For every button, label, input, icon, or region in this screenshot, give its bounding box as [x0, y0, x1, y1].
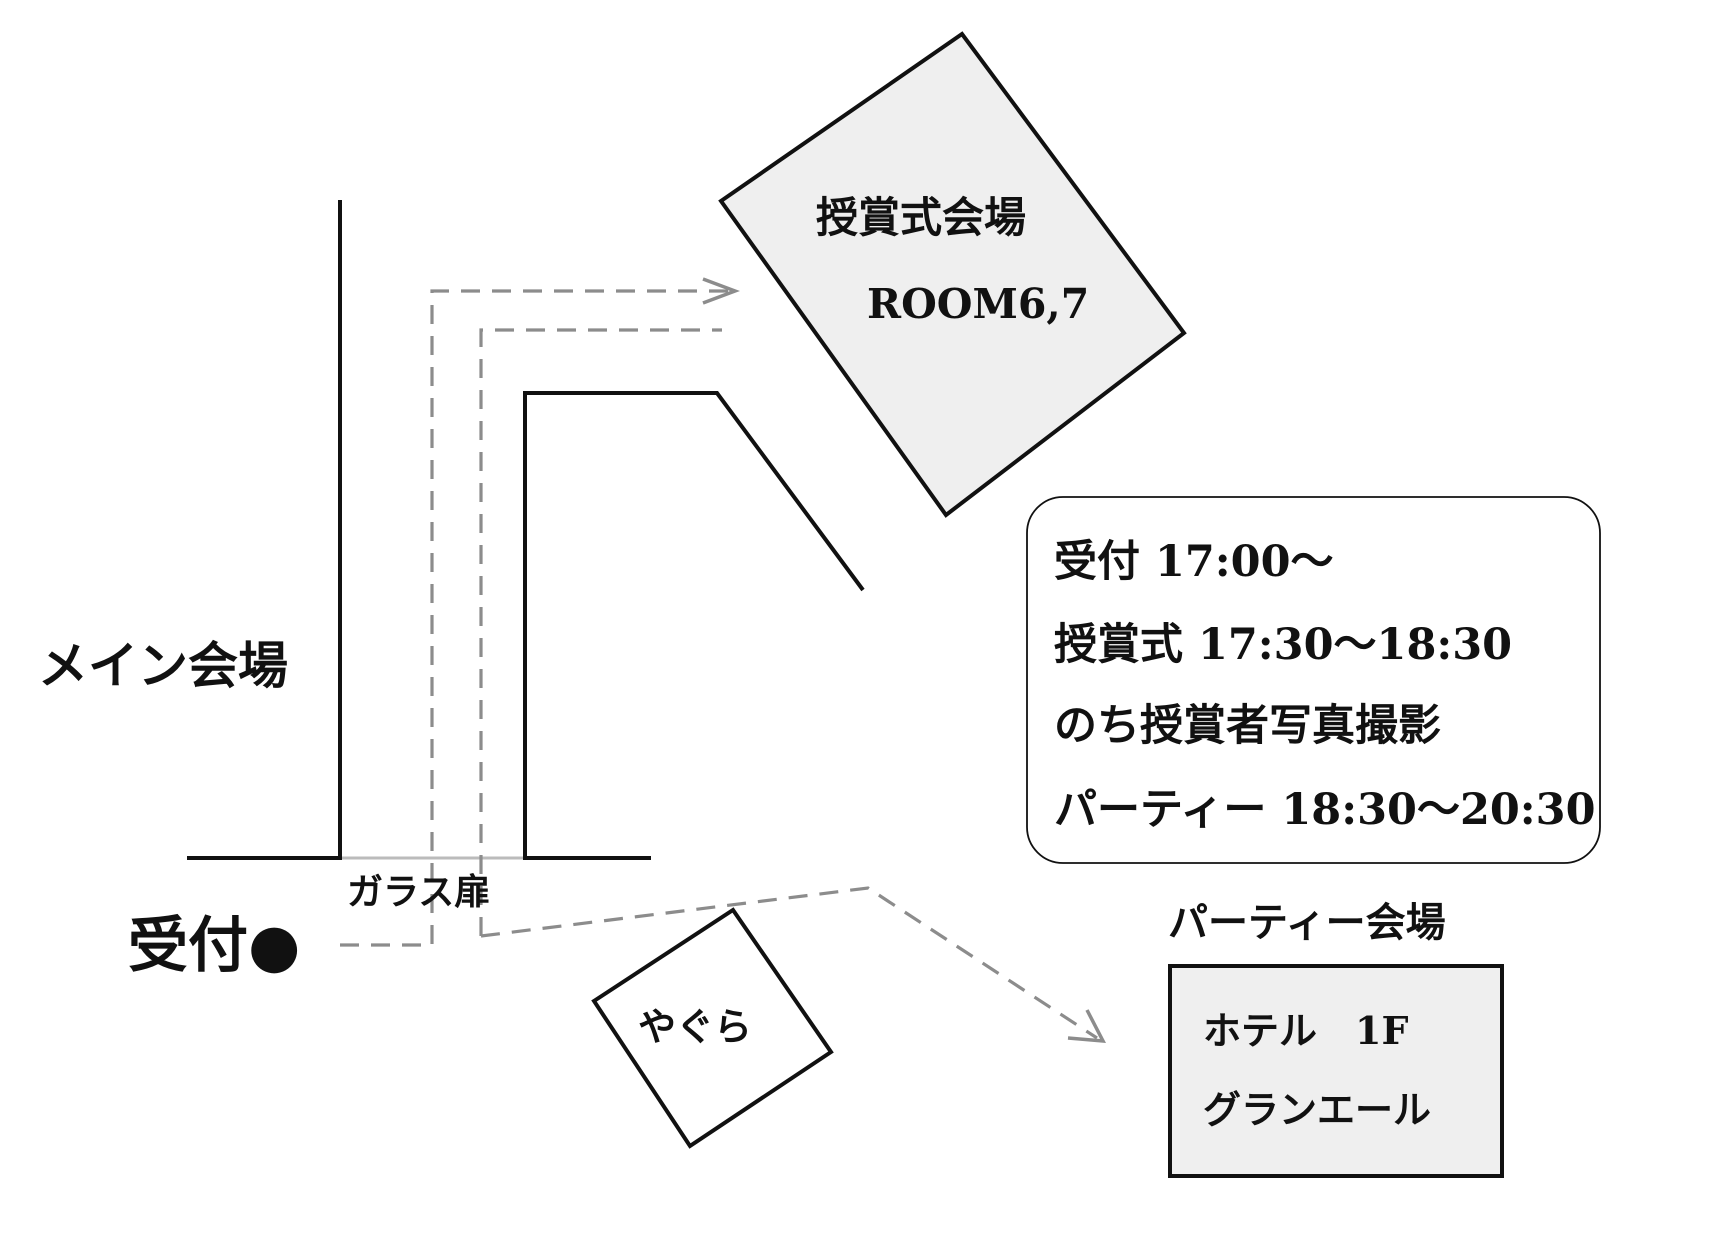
schedule-line-reception: 受付 17:00〜: [1054, 537, 1334, 587]
glass-door-label: ガラス扉: [347, 871, 490, 913]
main-hall-label: メイン会場: [38, 636, 288, 695]
schedule-line-party: パーティー 18:30〜20:30: [1054, 785, 1596, 835]
yagura-structure: [591, 907, 834, 1149]
corridor-wall-right: [523, 391, 865, 860]
route-to-party-hall: [480, 886, 1098, 1040]
route-to-award-hall-inner: [479, 328, 722, 936]
award-hall-room: [718, 31, 1187, 518]
party-venue-line1: ホテル 1F: [1203, 1008, 1408, 1053]
party-hall-heading: パーティー会場: [1168, 899, 1446, 946]
yagura-label: やぐら: [638, 1004, 752, 1049]
schedule-box: [1026, 496, 1601, 864]
route-arrowhead-award: [702, 277, 740, 305]
main-hall-wall-left: [187, 200, 342, 860]
award-hall-name: 授賞式会場: [816, 193, 1026, 242]
schedule-line-photo: のち授賞者写真撮影: [1054, 701, 1441, 751]
route-arrowhead-party: [1067, 1009, 1107, 1044]
party-hall-room: [1168, 964, 1504, 1178]
reception-label: 受付●: [128, 911, 300, 981]
award-hall-room-number: ROOM6,7: [867, 280, 1089, 328]
schedule-line-ceremony: 授賞式 17:30〜18:30: [1054, 620, 1512, 670]
route-to-award-hall: [340, 289, 730, 947]
party-venue-line2: グランエール: [1203, 1087, 1431, 1132]
